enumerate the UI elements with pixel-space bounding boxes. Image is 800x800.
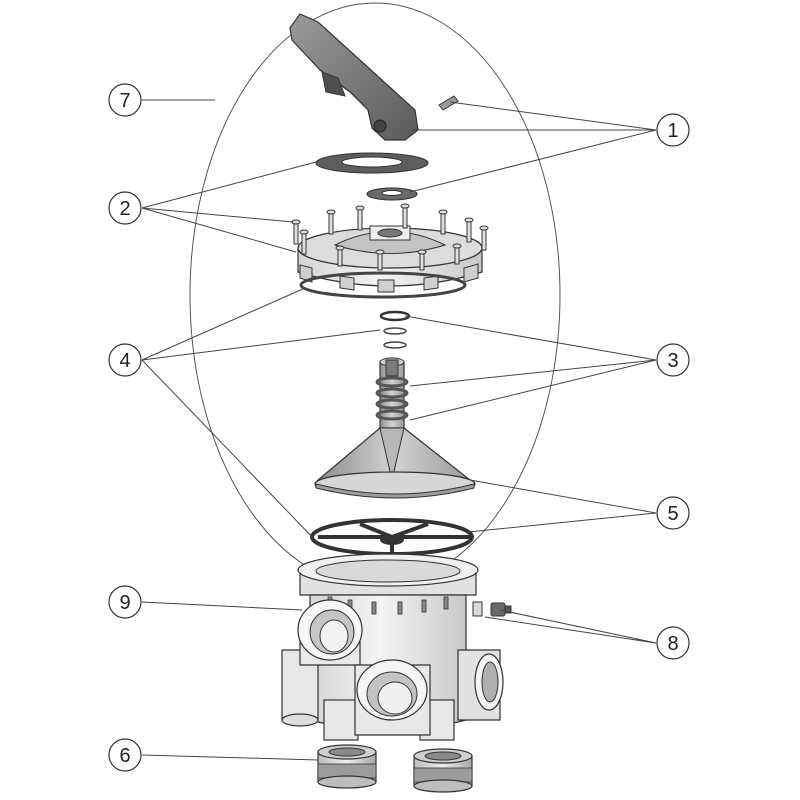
cover-oring <box>299 271 467 299</box>
union-nut-left <box>317 744 377 789</box>
drain-plugs <box>472 601 512 617</box>
spider-gasket <box>310 518 474 556</box>
callout-7: 7 <box>108 83 142 117</box>
callout-8: 8 <box>656 626 690 660</box>
callout-6-label: 6 <box>119 745 130 767</box>
callout-9-label: 9 <box>119 592 130 614</box>
callout-3: 3 <box>656 343 690 377</box>
callout-2-label: 2 <box>119 198 130 220</box>
cover-part <box>291 203 489 293</box>
rotor-orings <box>379 310 411 349</box>
callout-1-label: 1 <box>667 120 678 142</box>
callout-1: 1 <box>656 113 690 147</box>
callout-3-label: 3 <box>667 350 678 372</box>
handle-part <box>289 13 419 141</box>
valve-body-part <box>281 553 504 741</box>
cover-gasket-small <box>366 187 418 201</box>
callout-8-label: 8 <box>667 633 678 655</box>
callout-2: 2 <box>108 191 142 225</box>
cover-gasket-large <box>315 152 429 174</box>
callout-4: 4 <box>108 343 142 377</box>
callout-6: 6 <box>108 738 142 772</box>
union-nut-right <box>413 748 473 793</box>
callout-5-label: 5 <box>667 503 678 525</box>
callout-4-label: 4 <box>119 350 130 372</box>
callout-9: 9 <box>108 585 142 619</box>
leader-lines <box>141 99 657 761</box>
callout-5: 5 <box>656 496 690 530</box>
callout-7-label: 7 <box>119 90 130 112</box>
rotor-part <box>314 427 476 499</box>
handle-pin-part <box>438 95 459 111</box>
